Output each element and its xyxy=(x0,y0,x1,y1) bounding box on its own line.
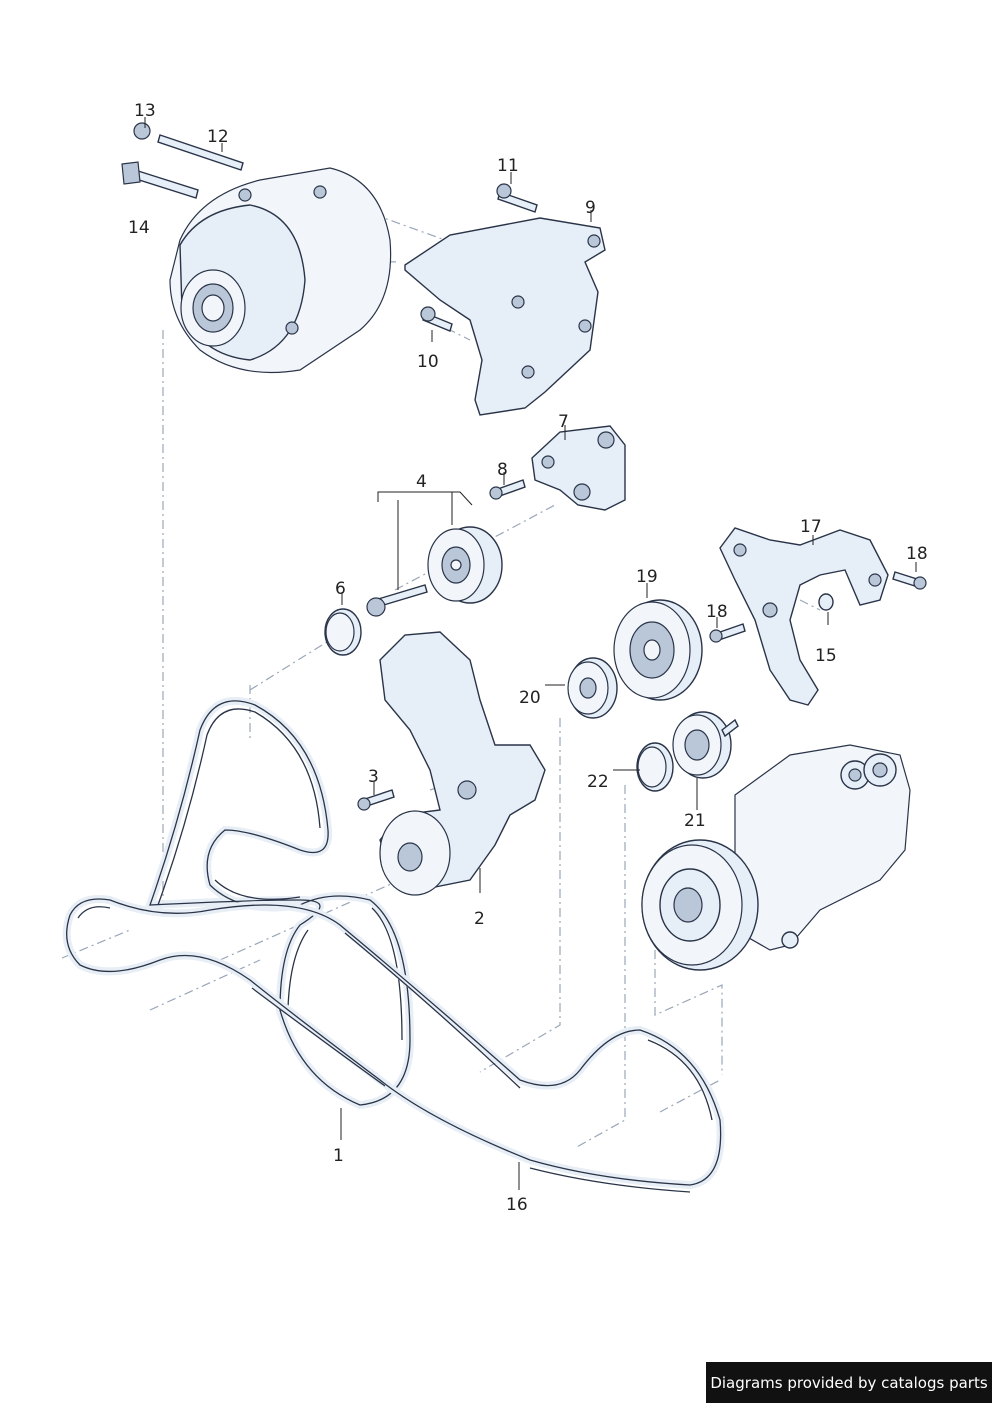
bracket-bolts xyxy=(420,183,538,332)
callout-20: 20 xyxy=(519,688,541,708)
guide-pulley-large xyxy=(613,599,703,701)
compressor-bracket xyxy=(709,527,927,706)
alternator-bracket xyxy=(404,217,606,416)
alternator-bolts xyxy=(121,122,244,199)
callout-4: 4 xyxy=(416,472,427,492)
callout-14: 14 xyxy=(128,218,150,238)
callout-3: 3 xyxy=(368,767,379,787)
callout-17: 17 xyxy=(800,517,822,537)
callout-1: 1 xyxy=(333,1146,344,1166)
idler-bracket xyxy=(489,425,626,511)
callout-10: 10 xyxy=(417,352,439,372)
callout-labels: 13 12 14 11 9 10 7 8 4 6 3 2 1 16 17 18 … xyxy=(128,101,928,1215)
callout-12: 12 xyxy=(207,127,229,147)
catalog-credit-text: Diagrams provided by catalogs parts xyxy=(710,1373,988,1392)
callout-19: 19 xyxy=(636,567,658,587)
callout-21: 21 xyxy=(684,811,706,831)
catalog-credit-banner: Diagrams provided by catalogs parts xyxy=(706,1362,992,1403)
drive-belt-16 xyxy=(62,895,725,1193)
callout-8: 8 xyxy=(497,460,508,480)
belt-tensioner xyxy=(357,631,546,896)
callout-leader-lines xyxy=(144,117,917,1190)
callout-18-right: 18 xyxy=(906,544,928,564)
callout-15: 15 xyxy=(815,646,837,666)
callout-9: 9 xyxy=(585,198,596,218)
alternator xyxy=(169,167,392,374)
ac-compressor xyxy=(641,744,911,971)
guide-pulley-small xyxy=(636,711,739,792)
callout-22: 22 xyxy=(587,772,609,792)
idler-pulley xyxy=(324,526,503,656)
callout-7: 7 xyxy=(558,412,569,432)
callout-13: 13 xyxy=(134,101,156,121)
callout-16: 16 xyxy=(506,1195,528,1215)
callout-6: 6 xyxy=(335,579,346,599)
guide-pulley-washer xyxy=(567,657,618,719)
callout-11: 11 xyxy=(497,156,519,176)
callout-2: 2 xyxy=(474,909,485,929)
drive-belt-1 xyxy=(144,697,415,1110)
callout-18-left: 18 xyxy=(706,602,728,622)
